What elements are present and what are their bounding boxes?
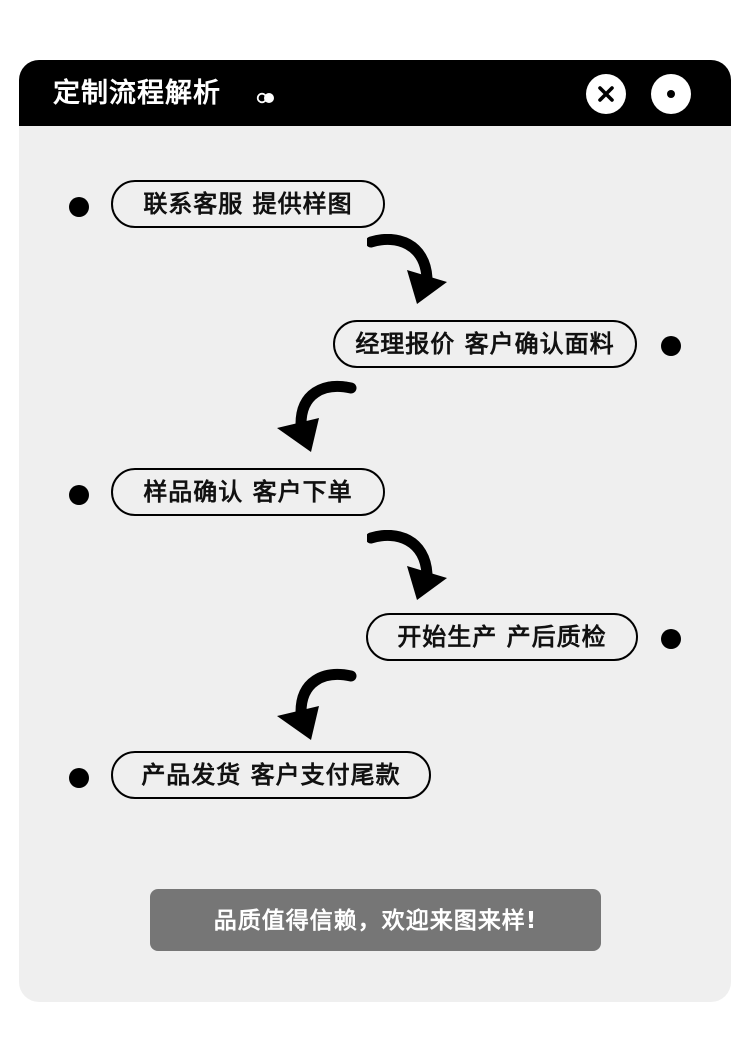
step-1-label: 联系客服 提供样图 [111,180,385,228]
toggle-icon [256,89,276,108]
step-3-label: 样品确认 客户下单 [111,468,385,516]
step-5-label: 产品发货 客户支付尾款 [111,751,431,799]
circle-dot-button[interactable] [651,74,691,114]
welcome-banner-button[interactable]: 品质值得信赖，欢迎来图来样! [150,889,601,951]
step-5-bullet [69,768,89,788]
arrow-down-left-icon [277,669,357,740]
close-icon [598,86,614,102]
arrow-down-left-icon [277,381,357,452]
step-1-bullet [69,197,89,217]
process-window: 定制流程解析 联系客服 提供样图 经理报价 客户确认面料 [19,60,731,1002]
step-4-bullet [661,629,681,649]
arrow-down-right-icon [367,234,447,304]
step-4-label: 开始生产 产后质检 [366,613,638,661]
step-2-bullet [661,336,681,356]
close-button[interactable] [586,74,626,114]
step-2-label: 经理报价 客户确认面料 [333,320,637,368]
arrow-down-right-icon [367,530,447,600]
circle-dot-icon [667,90,675,98]
step-3-bullet [69,485,89,505]
window-title: 定制流程解析 [53,78,221,109]
title-bar: 定制流程解析 [19,60,731,126]
